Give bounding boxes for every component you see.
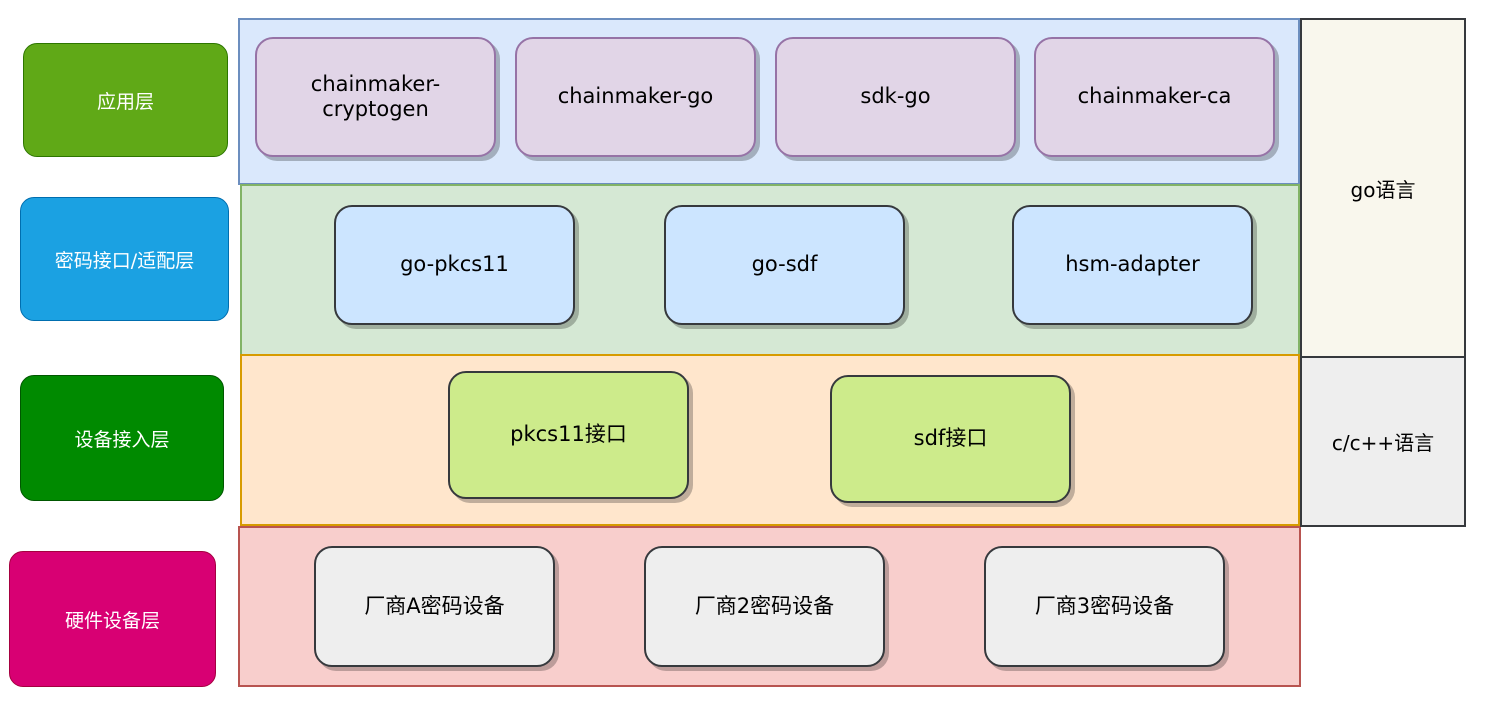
language-c-label: c/c++语言 (1331, 431, 1435, 455)
component-pkcs11-interface: pkcs11接口 (448, 371, 689, 499)
component-label: go-sdf (751, 252, 818, 277)
component-go-sdf: go-sdf (664, 205, 905, 325)
component-sdk-go: sdk-go (775, 37, 1016, 157)
layer-label-application: 应用层 (23, 43, 228, 157)
layer-label-text: 设备接入层 (74, 428, 170, 451)
component-label: 厂商3密码设备 (1034, 593, 1175, 618)
component-label: pkcs11接口 (510, 422, 627, 447)
component-label: chainmaker-go (557, 84, 714, 109)
component-label: sdf接口 (913, 426, 988, 451)
component-sdf-interface: sdf接口 (830, 375, 1071, 503)
component-label: sdk-go (860, 84, 931, 109)
component-chainmaker-go: chainmaker-go (515, 37, 756, 157)
component-label: 厂商2密码设备 (694, 593, 835, 618)
component-label: chainmaker-ca (1077, 84, 1232, 109)
component-label: go-pkcs11 (400, 252, 509, 277)
layer-label-text: 应用层 (96, 90, 154, 113)
language-c-column: c/c++语言 (1300, 356, 1466, 527)
component-vendor-a-device: 厂商A密码设备 (314, 546, 555, 667)
layer-label-text: 硬件设备层 (64, 609, 160, 632)
component-hsm-adapter: hsm-adapter (1012, 205, 1253, 325)
component-chainmaker-ca: chainmaker-ca (1034, 37, 1275, 157)
layer-label-device-access: 设备接入层 (20, 375, 224, 501)
language-go-label: go语言 (1350, 177, 1416, 202)
component-label: 厂商A密码设备 (364, 593, 505, 618)
component-chainmaker-cryptogen: chainmaker- cryptogen (255, 37, 496, 157)
component-vendor-3-device: 厂商3密码设备 (984, 546, 1225, 667)
layer-label-hardware: 硬件设备层 (9, 551, 216, 687)
component-vendor-2-device: 厂商2密码设备 (644, 546, 885, 667)
component-label: chainmaker- cryptogen (310, 71, 441, 121)
component-label: hsm-adapter (1065, 252, 1200, 277)
device-access-layer-band (240, 354, 1300, 526)
layer-label-text: 密码接口/适配层 (54, 249, 195, 272)
language-go-column: go语言 (1300, 18, 1466, 358)
layer-label-crypto-interface: 密码接口/适配层 (20, 197, 229, 321)
component-go-pkcs11: go-pkcs11 (334, 205, 575, 325)
